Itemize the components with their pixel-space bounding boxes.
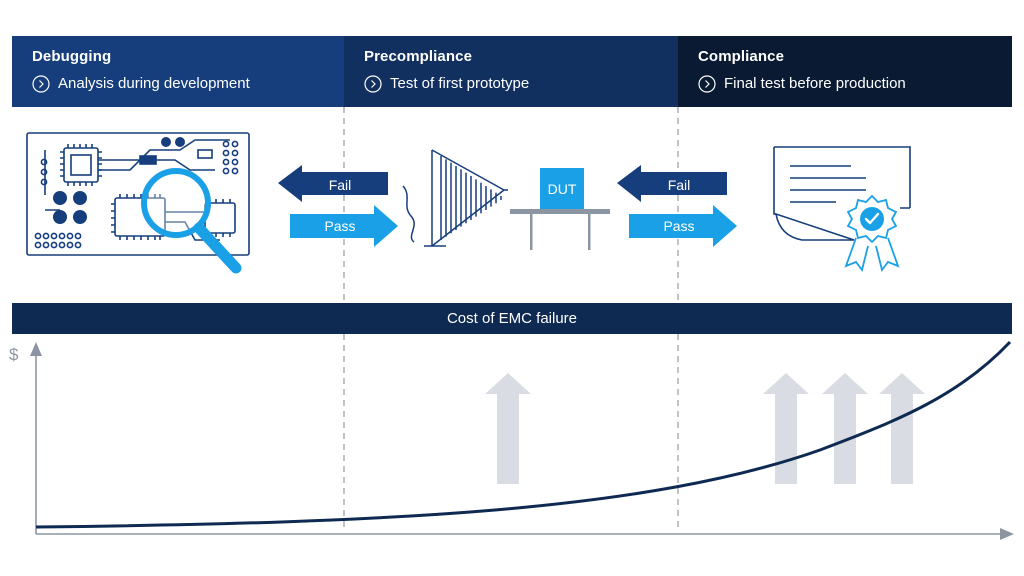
circuit-board-icon [26, 132, 250, 256]
pass-label: Pass [663, 218, 694, 234]
phase-subtitle: Analysis during development [58, 75, 250, 92]
cost-curve [35, 340, 1012, 529]
phase-title: Compliance [698, 48, 785, 65]
phase-subtitle: Final test before production [724, 75, 906, 92]
cost-increase-arrow [822, 373, 868, 484]
pass-arrow [290, 205, 398, 247]
phase-header-compliance: Compliance Final test before production [678, 36, 1012, 107]
phase-header-precompliance: Precompliance Test of first prototype [344, 36, 678, 107]
table-top [510, 209, 610, 214]
phase-header-debugging: Debugging Analysis during development [12, 36, 344, 107]
dut-table-icon: DUT [510, 168, 610, 250]
y-axis-arrowhead [30, 342, 42, 356]
emission-antenna-icon [402, 149, 508, 247]
fail-label: Fail [329, 177, 352, 193]
phase-subtitle-row: Test of first prototype [364, 74, 678, 94]
phase-title: Debugging [32, 48, 112, 65]
fail-arrow [278, 165, 388, 202]
dut-box [540, 168, 584, 209]
phase-subtitle: Test of first prototype [390, 75, 530, 92]
phase-subtitle-row: Analysis during development [32, 74, 344, 94]
cost-increase-arrow [879, 373, 925, 484]
y-axis-label: $ [9, 345, 19, 364]
cost-increase-arrow [485, 373, 531, 484]
pass-label: Pass [324, 218, 355, 234]
cost-increase-arrow [763, 373, 809, 484]
solder-pads [53, 137, 185, 224]
table-leg [588, 214, 591, 250]
certificate-icon [773, 146, 911, 273]
chevron-right-icon [364, 75, 382, 93]
dut-label: DUT [548, 181, 577, 197]
antenna-elements [440, 156, 502, 240]
phase-title: Precompliance [364, 48, 473, 65]
magnifier-icon [141, 168, 242, 274]
cost-chart [30, 340, 1014, 540]
phase-subtitle-row: Final test before production [698, 74, 1012, 94]
x-axis-arrowhead [1000, 528, 1014, 540]
table-leg [530, 214, 533, 250]
chevron-right-icon [32, 75, 50, 93]
fail-label: Fail [668, 177, 691, 193]
fail-arrow [617, 165, 727, 202]
pass-arrow [629, 205, 737, 247]
cost-banner: Cost of EMC failure [12, 303, 1012, 334]
chevron-right-icon [698, 75, 716, 93]
